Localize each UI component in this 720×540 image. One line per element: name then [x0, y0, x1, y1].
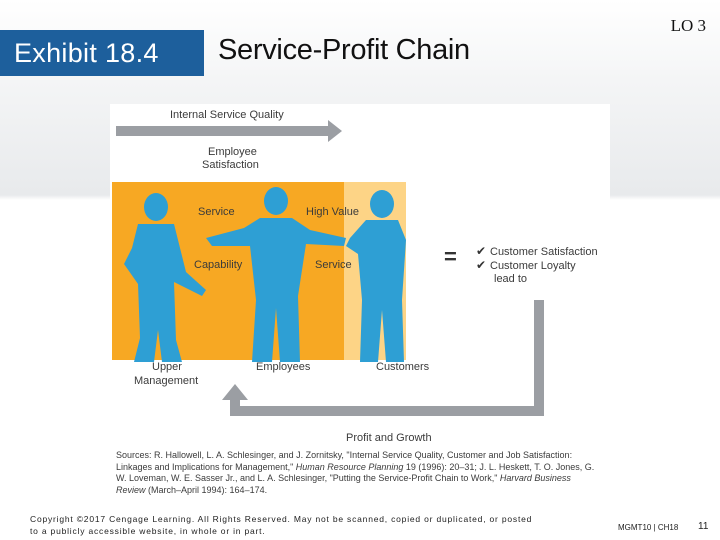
upper-management-figure: [124, 193, 206, 362]
service-capability-label-2: Capability: [194, 259, 243, 271]
employee-figure: [206, 187, 346, 362]
employee-satisfaction-label-2: Satisfaction: [202, 159, 259, 171]
service-profit-chain-diagram: Internal Service Quality Employee Satisf…: [110, 104, 610, 500]
copyright-notice: Copyright ©2017 Cengage Learning. All Ri…: [30, 514, 533, 536]
learning-objective-label: LO 3: [670, 16, 706, 35]
check-icon: ✔: [476, 258, 487, 272]
customers-label: Customers: [376, 361, 430, 373]
high-value-service-label: Service: [315, 259, 352, 271]
outcome-customer-satisfaction: ✔Customer Satisfaction: [476, 244, 598, 258]
course-label: MGMT10 | CH18: [618, 523, 679, 532]
check-icon: ✔: [476, 244, 487, 258]
employee-satisfaction-label-1: Employee: [208, 146, 257, 158]
service-capability-label-1: Service: [198, 206, 235, 218]
internal-quality-label: Internal Service Quality: [170, 109, 284, 121]
page-title: Service-Profit Chain: [218, 34, 470, 66]
equals-sign: =: [444, 244, 457, 269]
lead-to-label: lead to: [494, 273, 528, 285]
diagram-graphics: [112, 120, 544, 416]
internal-quality-arrow: [116, 120, 342, 142]
high-value-label: High Value: [306, 206, 359, 218]
customer-figure: [346, 190, 406, 362]
profit-growth-label: Profit and Growth: [346, 432, 432, 444]
upper-management-label-2: Management: [134, 375, 199, 387]
source-citation: Sources: R. Hallowell, L. A. Schlesinger…: [116, 450, 595, 495]
exhibit-label: Exhibit 18.4: [0, 30, 204, 76]
employees-label: Employees: [256, 361, 311, 373]
outcome-customer-loyalty: ✔Customer Loyalty: [476, 258, 576, 272]
upper-management-label-1: Upper: [152, 361, 182, 373]
page-number: 11: [698, 521, 709, 532]
profit-feedback-arrow: [222, 300, 544, 416]
